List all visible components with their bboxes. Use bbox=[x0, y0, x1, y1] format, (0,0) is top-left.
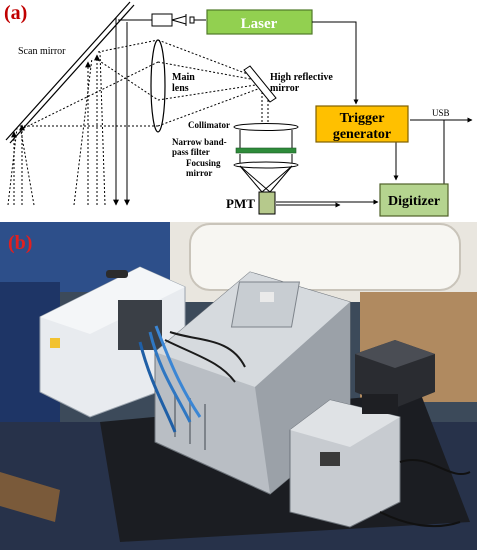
wooden-plank bbox=[0, 472, 60, 522]
panel-a-tag: (a) bbox=[4, 2, 28, 24]
detector-beams bbox=[239, 130, 293, 193]
digitizer-unit bbox=[289, 399, 401, 528]
trigger-unit bbox=[355, 340, 435, 414]
trigger-label-line2: generator bbox=[333, 127, 391, 142]
collimator-label: Collimator bbox=[188, 120, 230, 130]
laser-beam bbox=[113, 18, 152, 206]
main-lens-label: Main lens bbox=[172, 72, 195, 94]
trigger-generator-box bbox=[315, 105, 409, 143]
laser-box bbox=[206, 9, 313, 35]
trigger-label-line1: Trigger bbox=[340, 111, 385, 126]
beam-expander bbox=[151, 13, 206, 27]
cables-right bbox=[379, 459, 471, 528]
pmt-label: PMT bbox=[226, 196, 255, 211]
main-lens bbox=[150, 39, 166, 133]
instrument-photo bbox=[0, 222, 477, 550]
digitizer-box bbox=[379, 183, 449, 217]
scan-mirror-label: Scan mirror bbox=[18, 46, 66, 57]
digitizer-label: Digitizer bbox=[388, 194, 440, 209]
high-reflective-mirror bbox=[243, 65, 277, 103]
scan-mirror bbox=[5, 1, 135, 144]
panel-b-tag: (b) bbox=[8, 232, 33, 254]
fiber-cables bbox=[138, 325, 246, 433]
signal-lines bbox=[276, 21, 473, 208]
collimator-lens bbox=[233, 123, 299, 131]
focusing-mirror-label: Focusing mirror bbox=[186, 158, 221, 178]
cabin-window bbox=[189, 223, 461, 291]
usb-label: USB bbox=[432, 108, 450, 118]
laser-label: Laser bbox=[241, 16, 278, 32]
focusing-mirror bbox=[233, 161, 299, 169]
pmt-box bbox=[258, 191, 276, 215]
band-pass-filter bbox=[235, 147, 297, 154]
lidar-schematic-diagram: Laser Trigger generator Digitizer bbox=[5, 1, 473, 217]
high-reflective-mirror-label: High reflective mirror bbox=[270, 72, 333, 94]
chiller-unit bbox=[39, 266, 186, 418]
filter-label: Narrow band- pass filter bbox=[172, 137, 227, 157]
